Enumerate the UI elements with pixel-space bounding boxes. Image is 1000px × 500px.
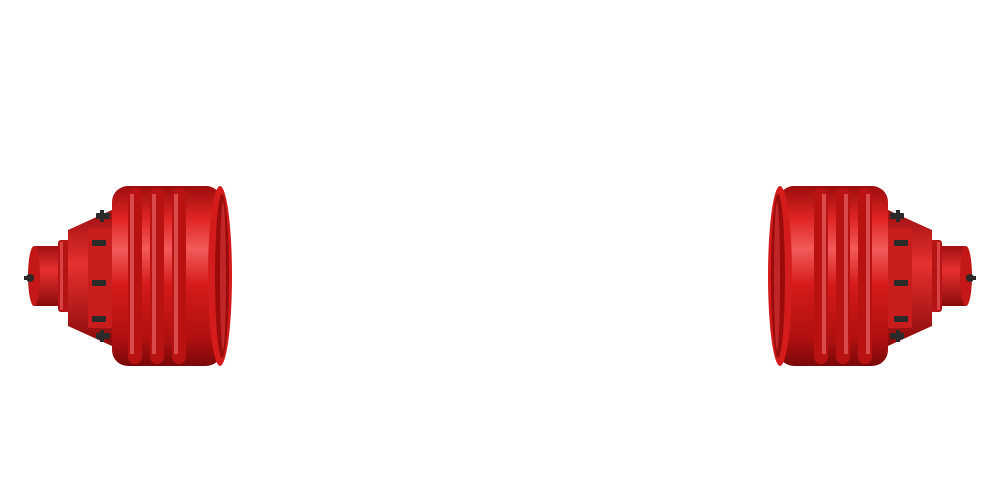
wheel-hub-drum-icon xyxy=(24,186,232,366)
wheel-hub-drum-icon xyxy=(768,186,976,366)
right-wheel-hub-assembly xyxy=(720,170,1000,385)
left-wheel-hub-assembly xyxy=(0,170,280,385)
